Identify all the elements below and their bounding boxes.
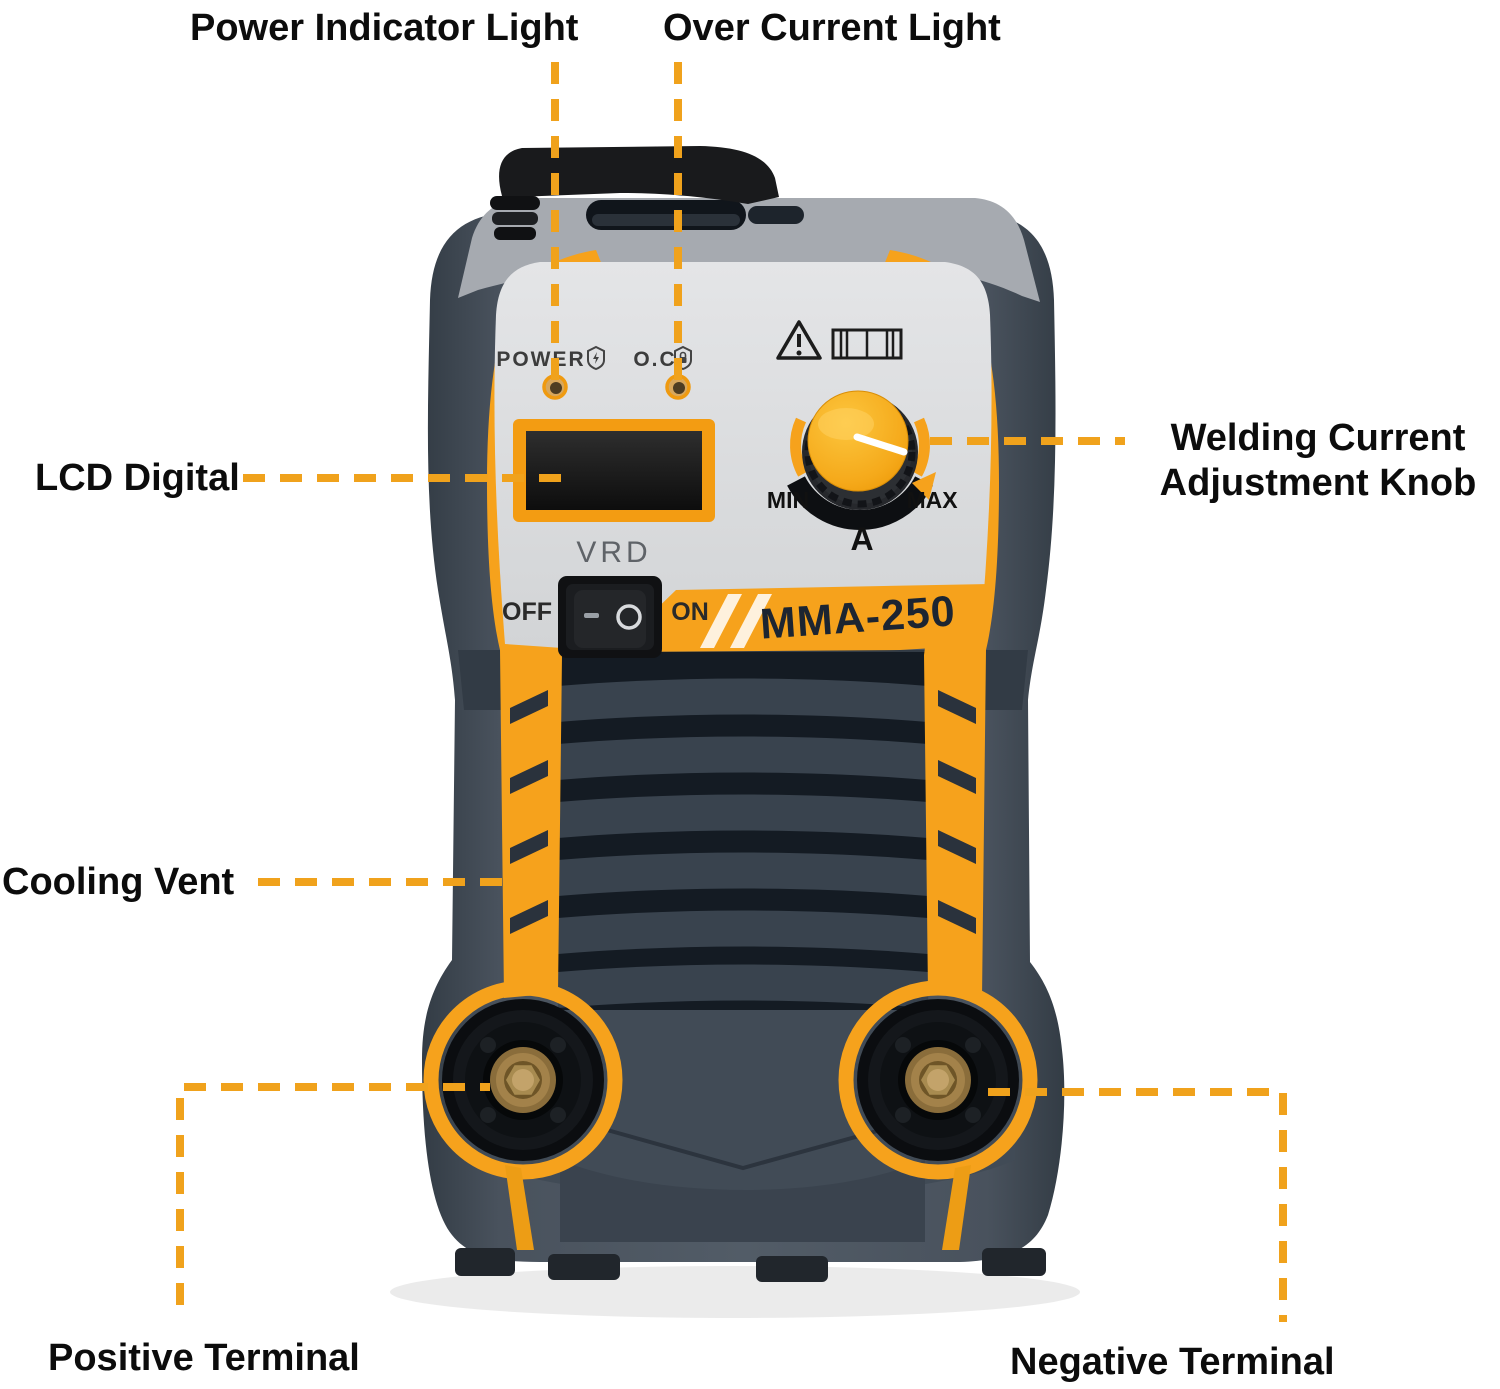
callout-line-negative-terminal [988, 1088, 1287, 1322]
over-current-led [665, 374, 691, 400]
positive-terminal-label: Positive Terminal [48, 1337, 360, 1379]
welding-current-knob-label-line1: Welding Current [1170, 417, 1466, 459]
handle-slot-inner [592, 214, 740, 226]
power-led-label: POWER [496, 348, 585, 371]
electrode-symbol-icon [831, 328, 903, 360]
handle-slot-detail [748, 206, 804, 224]
lcd-digital-label: LCD Digital [35, 457, 240, 499]
machine-feet [455, 1248, 1046, 1282]
shield-lightning-icon [587, 345, 605, 371]
vrd-switch [558, 576, 662, 658]
switch-off-label: OFF [502, 598, 552, 626]
switch-on-mark [616, 604, 642, 630]
power-led [542, 374, 568, 400]
carry-handle [490, 146, 779, 240]
accent-stripe-left [505, 1165, 534, 1250]
welding-current-knob-label: Welding Current Adjustment Knob [1132, 416, 1500, 506]
cooling-vent-label: Cooling Vent [2, 861, 235, 903]
model-band: MMA-250 [612, 584, 990, 652]
vrd-label: VRD [576, 536, 651, 569]
over-current-light-label: Over Current Light [663, 7, 1001, 49]
lcd-display [513, 419, 715, 522]
knob-max-label: MAX [906, 487, 958, 513]
switch-off-mark [584, 613, 599, 618]
switch-on-label: ON [671, 598, 709, 626]
power-indicator-light-label: Power Indicator Light [190, 7, 579, 49]
knob-pointer [853, 433, 908, 456]
callout-line-positive-terminal [176, 1083, 490, 1305]
oc-led-label: O.C [633, 348, 676, 371]
warning-triangle-icon [776, 320, 822, 360]
positive-terminal [423, 980, 623, 1180]
negative-terminal-label: Negative Terminal [1010, 1341, 1335, 1383]
cooling-vents [556, 652, 930, 1012]
welding-current-knob-label-line2: Adjustment Knob [1159, 461, 1477, 504]
knob-amp-label: A [850, 521, 873, 557]
knob-min-label: MIN [767, 487, 809, 513]
current-knob [787, 390, 936, 530]
negative-terminal [838, 980, 1038, 1180]
accent-stripe-right [942, 1165, 971, 1250]
